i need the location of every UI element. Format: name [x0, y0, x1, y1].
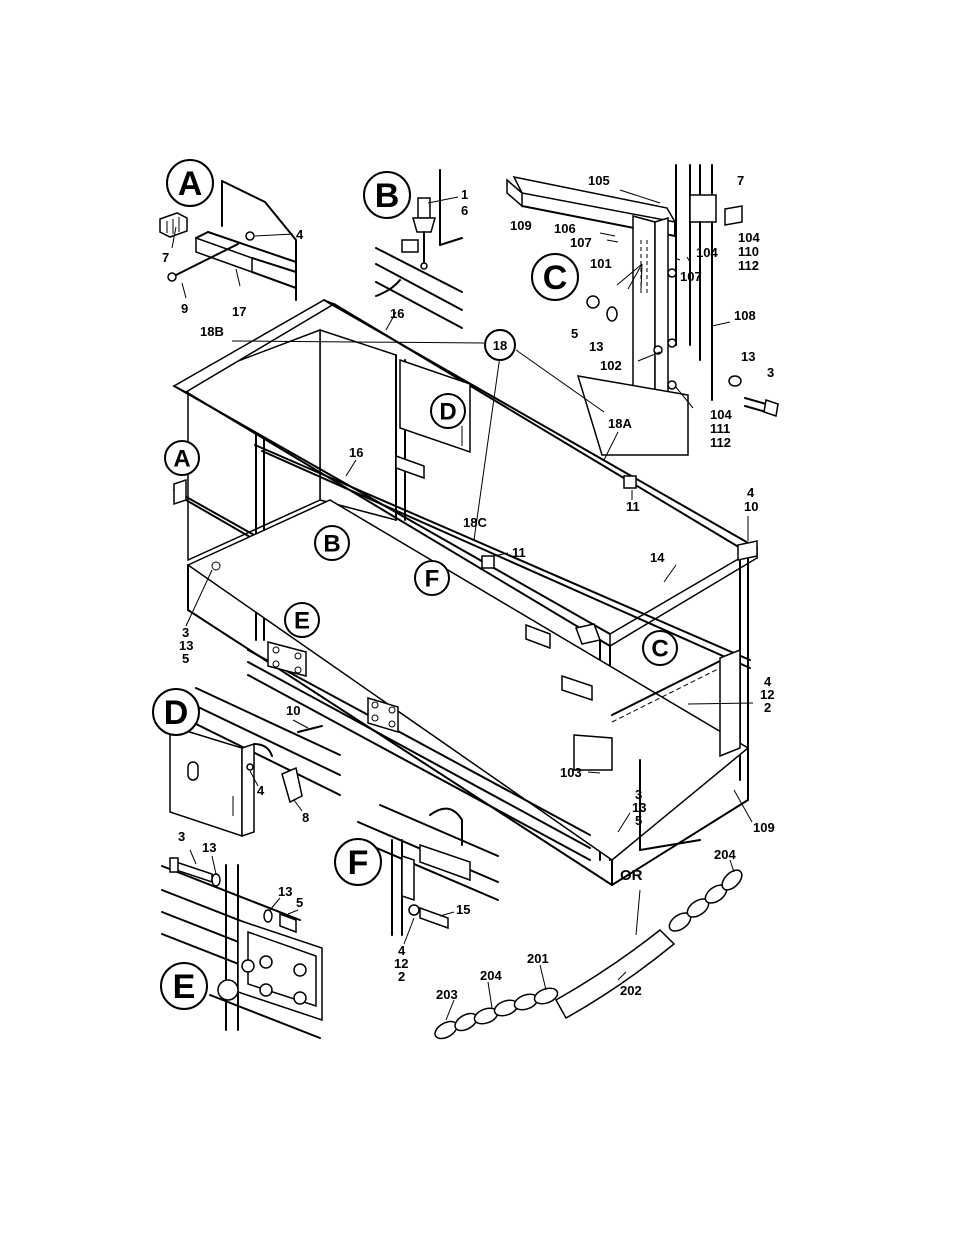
detail-d-letter-main: D — [439, 399, 456, 426]
detail-f-letter: F — [348, 844, 369, 882]
callout-104-mid: 104 — [696, 245, 718, 260]
detail-f-marker-bottom: F — [335, 839, 381, 885]
callout-15: 15 — [456, 902, 470, 917]
callout-13-c2: 13 — [741, 349, 755, 364]
callout-18-marker: 18 — [485, 330, 515, 360]
detail-a-letter-main: A — [173, 446, 190, 473]
callout-11-b: 11 — [512, 545, 526, 560]
callout-107: 107 — [570, 235, 592, 250]
callout-16-top: 16 — [390, 306, 404, 321]
callout-5-gate: 5 — [635, 813, 642, 828]
callout-110: 110 — [738, 244, 759, 259]
callout-104-bottom: 104 — [710, 407, 732, 422]
detail-d-letter: D — [164, 694, 189, 732]
detail-b-marker-main: B — [315, 526, 349, 560]
callout-104-top: 104 — [738, 230, 760, 245]
detail-d-marker-bottom: D — [153, 689, 199, 735]
callout-13-c: 13 — [589, 339, 603, 354]
callout-10-d: 10 — [286, 703, 300, 718]
callout-6: 6 — [461, 203, 468, 218]
callout-9: 9 — [181, 301, 188, 316]
callout-16-mid: 16 — [349, 445, 363, 460]
callout-204-bottom: 204 — [480, 968, 502, 983]
callout-203: 203 — [436, 987, 458, 1002]
callout-4-main: 4 — [747, 485, 755, 500]
detail-f-view — [358, 805, 498, 944]
callout-112-top: 112 — [738, 258, 759, 273]
callout-2-f: 2 — [398, 969, 405, 984]
callout-5-c: 5 — [571, 326, 578, 341]
detail-e-letter-main: E — [294, 608, 310, 635]
callout-13-e: 13 — [202, 840, 216, 855]
callout-4-d: 4 — [257, 783, 265, 798]
callout-1: 1 — [461, 187, 468, 202]
detail-b-letter: B — [375, 177, 400, 215]
callout-5-e: 5 — [296, 895, 303, 910]
callout-10-main: 10 — [744, 499, 758, 514]
detail-e-marker-bottom: E — [161, 963, 207, 1009]
callout-18a: 18A — [608, 416, 632, 431]
callout-109-main: 109 — [753, 820, 775, 835]
callout-106: 106 — [554, 221, 576, 236]
detail-a-marker-main: A — [165, 441, 199, 475]
callout-107-b: 107 — [680, 269, 702, 284]
callout-2-chain: 2 — [764, 700, 771, 715]
detail-c-letter-main: C — [651, 636, 668, 663]
callout-5-main: 5 — [182, 651, 189, 666]
callout-14: 14 — [650, 550, 665, 565]
detail-c-marker-top: C — [532, 254, 578, 300]
detail-c-marker-main: C — [643, 631, 677, 665]
callout-7-c: 7 — [737, 173, 744, 188]
callout-109-top: 109 — [510, 218, 532, 233]
detail-e-letter: E — [173, 968, 196, 1006]
callout-11-a: 11 — [626, 499, 640, 514]
callout-108: 108 — [734, 308, 756, 323]
callout-112-bottom: 112 — [710, 435, 731, 450]
detail-b-marker-top: B — [364, 172, 410, 218]
callout-18b: 18B — [200, 324, 224, 339]
callout-18c: 18C — [463, 515, 487, 530]
callout-101: 101 — [590, 256, 612, 271]
callout-17: 17 — [232, 304, 246, 319]
callout-13-e2: 13 — [278, 884, 292, 899]
chain-assembly — [432, 860, 745, 1042]
detail-f-marker-main: F — [415, 561, 449, 595]
callout-202: 202 — [620, 983, 642, 998]
or-label: OR — [620, 867, 643, 884]
callout-204-top: 204 — [714, 847, 736, 862]
callout-3-c: 3 — [767, 365, 774, 380]
callout-103: 103 — [560, 765, 582, 780]
detail-b-letter-main: B — [323, 531, 340, 558]
detail-c-letter: C — [543, 259, 568, 297]
callout-7: 7 — [162, 250, 169, 265]
detail-a-letter: A — [178, 165, 203, 203]
detail-f-letter-main: F — [425, 566, 440, 593]
detail-e-marker-main: E — [285, 603, 319, 637]
callout-201: 201 — [527, 951, 549, 966]
callout-3-e: 3 — [178, 829, 185, 844]
callout-18: 18 — [493, 338, 507, 353]
detail-d-marker-main: D — [431, 394, 465, 428]
detail-a-marker-top: A — [167, 160, 213, 206]
callout-111: 111 — [710, 421, 730, 436]
callout-4: 4 — [296, 227, 304, 242]
callout-105: 105 — [588, 173, 610, 188]
callout-8: 8 — [302, 810, 309, 825]
callout-102: 102 — [600, 358, 622, 373]
